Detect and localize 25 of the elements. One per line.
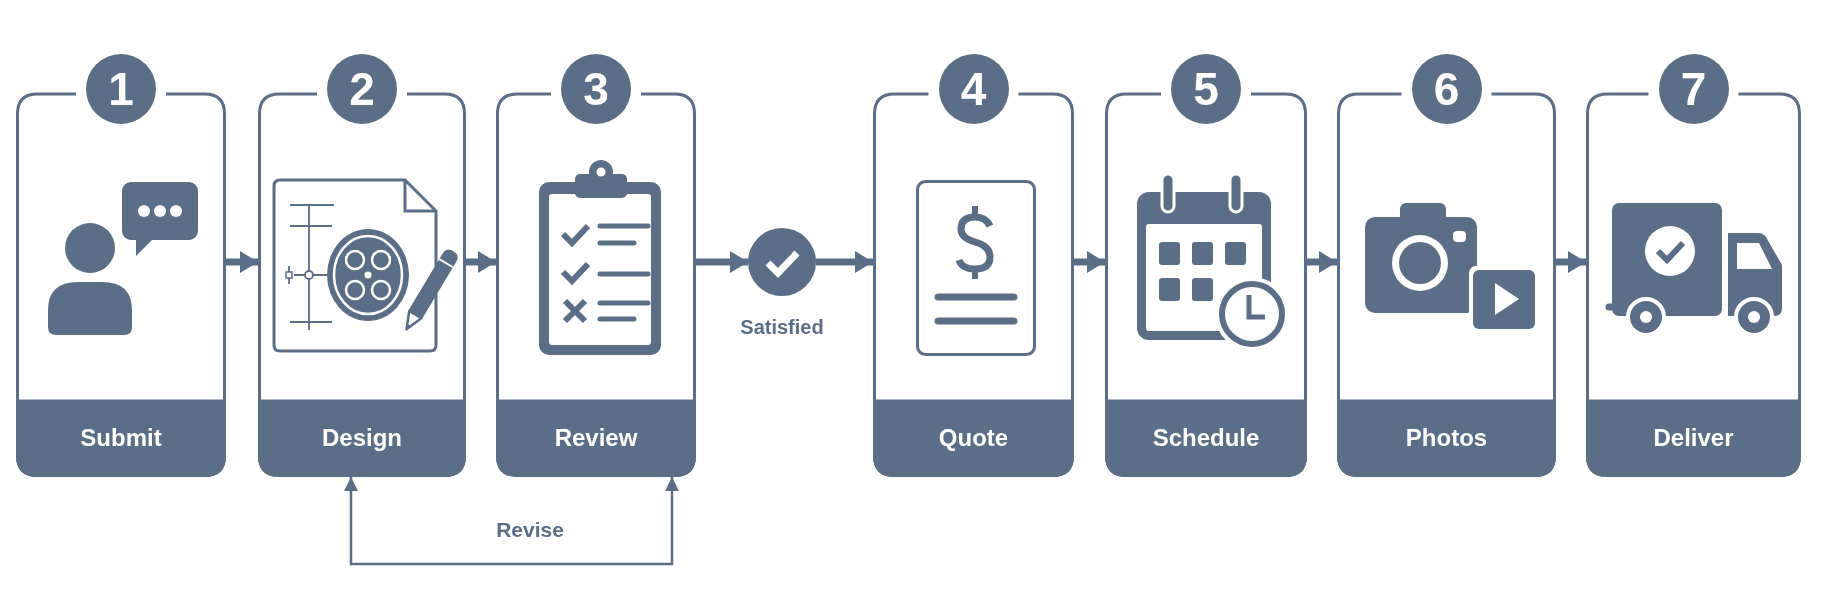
step-label: Review (553, 423, 639, 453)
step-number: 1 (86, 54, 156, 124)
step-label: Schedule (1151, 423, 1261, 453)
arrow (816, 251, 873, 273)
step-number: 2 (327, 54, 397, 124)
step-card (873, 54, 1074, 477)
step-number: 5 (1171, 54, 1241, 124)
step-card (1337, 54, 1556, 477)
step-card (1105, 54, 1307, 477)
arrow (344, 477, 679, 566)
step-number: 4 (938, 54, 1009, 124)
step-label: Design (321, 423, 403, 453)
step-label: Photos (1404, 423, 1489, 453)
node-caption: Satisfied (740, 315, 824, 339)
step-label: Deliver (1652, 423, 1735, 453)
step-label: Submit (79, 423, 163, 453)
step-label: Quote (937, 423, 1010, 453)
check-circle-icon (748, 228, 816, 296)
step-number: 3 (561, 54, 631, 124)
step-number: 7 (1658, 54, 1729, 124)
step-card (16, 54, 226, 477)
step-card (258, 54, 466, 477)
step-card (496, 54, 696, 477)
step-number: 6 (1411, 54, 1482, 124)
step-card (1586, 54, 1801, 477)
